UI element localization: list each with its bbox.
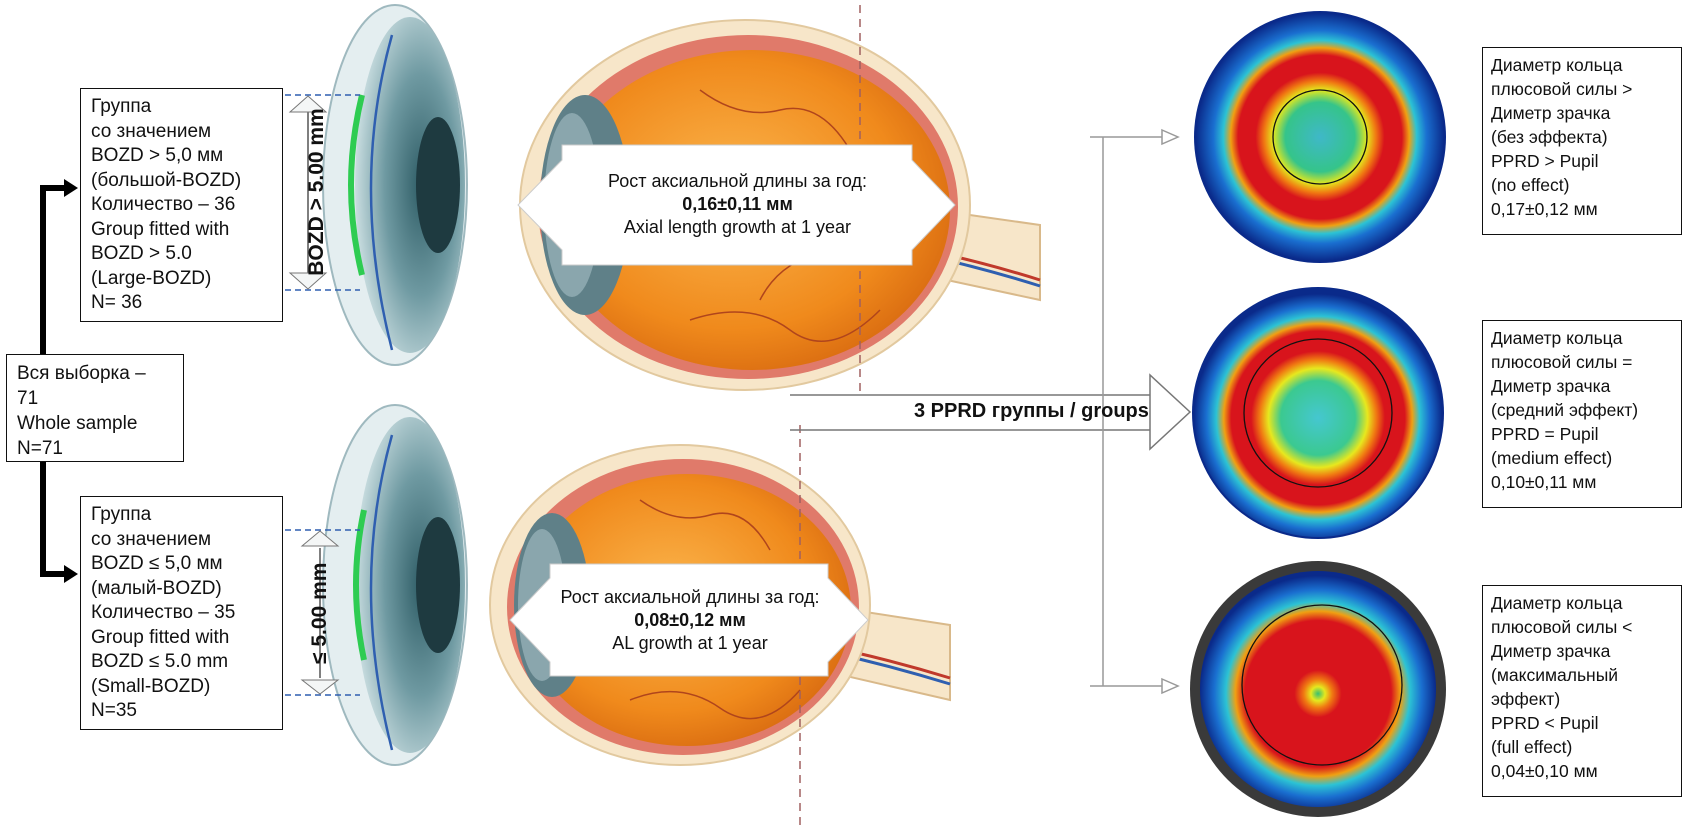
pprd-line: (full effect) bbox=[1491, 737, 1573, 757]
growth-arrow-small bbox=[509, 563, 869, 677]
pprd-line: 0,04±0,10 мм bbox=[1491, 761, 1598, 781]
bozd-small-dimension-label: ≤ 5.00 mm bbox=[308, 562, 331, 664]
pprd-line: Диметр зрачка bbox=[1491, 103, 1611, 123]
pprd-line: 0,10±0,11 мм bbox=[1491, 472, 1597, 492]
pprd-line: плюсовой силы < bbox=[1491, 617, 1633, 637]
large-group-line: Group fitted with bbox=[91, 218, 230, 240]
small-bozd-group-box: Группа со значением BOZD ≤ 5,0 мм (малый… bbox=[80, 496, 283, 730]
small-group-line: со значением bbox=[91, 528, 212, 550]
pprd-line: PPRD > Pupil bbox=[1491, 151, 1599, 171]
pprd-line: (без эффекта) bbox=[1491, 127, 1608, 147]
cornea-lens-small bbox=[285, 404, 468, 766]
whole-sample-line: Вся выборка – bbox=[17, 363, 146, 384]
small-group-line: BOZD ≤ 5.0 mm bbox=[91, 651, 229, 672]
whole-sample-box: Вся выборка – 71 Whole sample N=71 bbox=[6, 354, 184, 462]
small-group-line: (малый-BOZD) bbox=[91, 577, 222, 599]
small-group-line: Группа bbox=[91, 504, 152, 525]
growth-arrow-large bbox=[517, 144, 956, 266]
small-group-line: Количество – 35 bbox=[91, 602, 236, 623]
growth-small-value: 0,08±0,12 мм bbox=[634, 610, 746, 630]
pprd-connector bbox=[790, 128, 1192, 695]
pprd-line: эффект) bbox=[1491, 689, 1561, 709]
pprd-line: (medium effect) bbox=[1491, 448, 1613, 468]
growth-text-large: Рост аксиальной длины за год: 0,16±0,11 … bbox=[565, 170, 910, 239]
pprd-line: 0,17±0,12 мм bbox=[1491, 199, 1598, 219]
topography-map-full-effect bbox=[1190, 561, 1446, 817]
growth-small-title: Рост аксиальной длины за год: bbox=[560, 587, 820, 607]
whole-sample-line: N=71 bbox=[17, 438, 63, 459]
whole-sample-line: Whole sample bbox=[17, 413, 138, 434]
pprd-line: Диметр зрачка bbox=[1491, 641, 1611, 661]
large-bozd-group-box: Группа со значением BOZD > 5,0 мм (больш… bbox=[80, 88, 283, 322]
pprd-line: Диаметр кольца bbox=[1491, 55, 1623, 75]
growth-small-caption: AL growth at 1 year bbox=[612, 633, 768, 653]
growth-large-title: Рост аксиальной длины за год: bbox=[607, 171, 867, 191]
large-group-line: Группа bbox=[91, 96, 152, 117]
pprd-line: плюсовой силы > bbox=[1491, 79, 1633, 99]
large-group-line: N= 36 bbox=[91, 292, 143, 313]
small-group-line: N=35 bbox=[91, 700, 137, 721]
large-group-line: BOZD > 5,0 мм bbox=[91, 145, 224, 166]
pprd-group-box-medium-effect: Диаметр кольца плюсовой силы = Диметр зр… bbox=[1482, 320, 1682, 508]
pprd-line: (средний эффект) bbox=[1491, 400, 1639, 420]
topography-map-no-effect bbox=[1194, 11, 1446, 263]
growth-large-value: 0,16±0,11 мм bbox=[682, 194, 793, 214]
growth-text-small: Рост аксиальной длины за год: 0,08±0,12 … bbox=[535, 586, 845, 655]
pprd-line: Диметр зрачка bbox=[1491, 376, 1611, 396]
large-group-line: BOZD > 5.0 bbox=[91, 243, 192, 264]
large-group-line: Количество – 36 bbox=[91, 194, 236, 215]
large-group-line: (Large-BOZD) bbox=[91, 267, 212, 289]
pprd-line: (no effect) bbox=[1491, 175, 1570, 195]
growth-large-caption: Axial length growth at 1 year bbox=[623, 217, 852, 237]
pprd-line: плюсовой силы = bbox=[1491, 352, 1633, 372]
pprd-group-box-no-effect: Диаметр кольца плюсовой силы > Диметр зр… bbox=[1482, 47, 1682, 235]
topography-map-medium-effect bbox=[1192, 287, 1444, 539]
large-group-line: (большой-BOZD) bbox=[91, 169, 242, 191]
pprd-line: PPRD < Pupil bbox=[1491, 713, 1599, 733]
pprd-group-box-full-effect: Диаметр кольца плюсовой силы < Диметр зр… bbox=[1482, 585, 1682, 797]
small-group-line: (Small-BOZD) bbox=[91, 675, 211, 697]
pprd-line: PPRD = Pupil bbox=[1491, 424, 1599, 444]
pprd-line: Диаметр кольца bbox=[1491, 328, 1623, 348]
pprd-line: Диаметр кольца bbox=[1491, 593, 1623, 613]
small-group-line: Group fitted with bbox=[91, 626, 230, 648]
pprd-line: (максимальный bbox=[1491, 665, 1619, 685]
cornea-lens-large bbox=[285, 4, 468, 366]
pprd-groups-label: 3 PPRD группы / groups bbox=[914, 400, 1149, 422]
whole-sample-line: 71 bbox=[17, 388, 39, 409]
large-group-line: со значением bbox=[91, 120, 212, 142]
small-group-line: BOZD ≤ 5,0 мм bbox=[91, 553, 223, 574]
bozd-large-dimension-label: BOZD > 5.00 mm bbox=[305, 108, 328, 276]
